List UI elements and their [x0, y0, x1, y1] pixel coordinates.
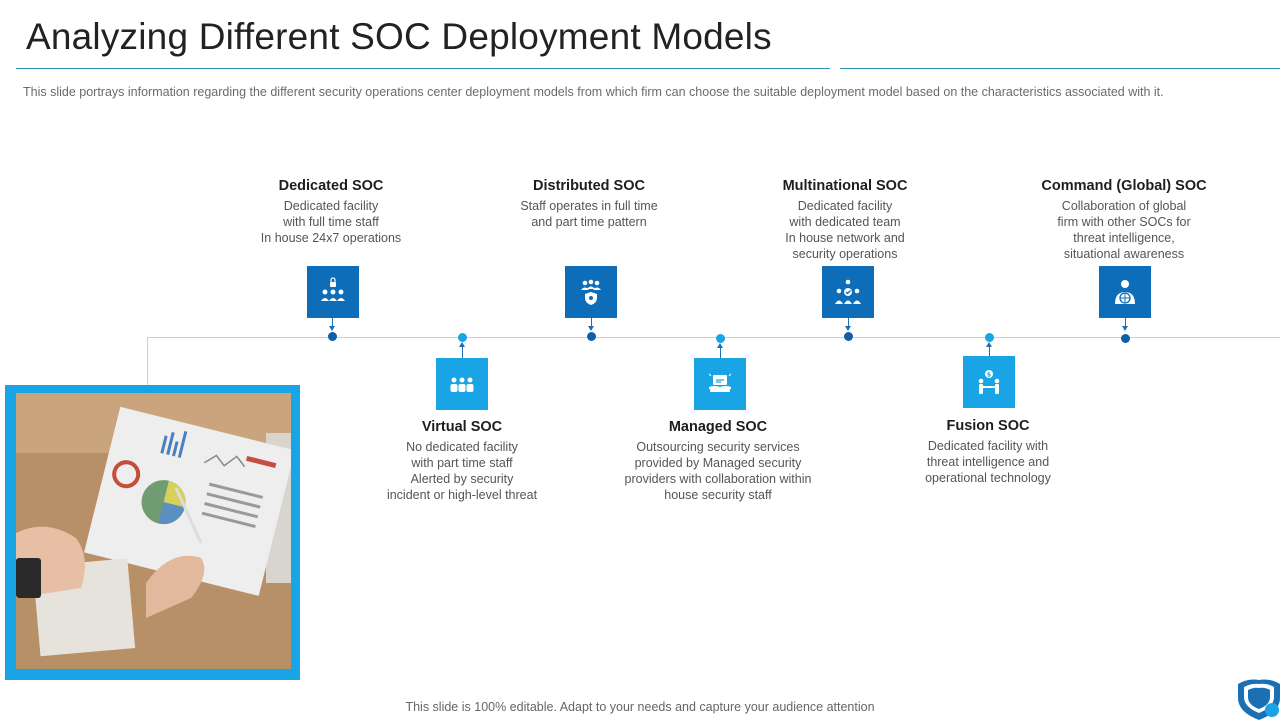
shield-logo-icon [1234, 678, 1280, 720]
node-description: Dedicated facility with threat intellige… [878, 438, 1098, 486]
connector-stem [720, 347, 721, 358]
desc-line: operational technology [925, 471, 1051, 485]
arrow-up-icon [459, 342, 465, 347]
arrow-down-icon [329, 326, 335, 331]
title-divider-right [840, 68, 1280, 69]
timeline-dot [328, 332, 337, 341]
desc-line: threat intelligence, [1073, 231, 1175, 245]
connector-stem [462, 346, 463, 358]
timeline-dot [458, 333, 467, 342]
node-description: Outsourcing security services provided b… [608, 439, 828, 503]
desc-line: Staff operates in full time [520, 199, 658, 213]
arrow-up-icon [717, 343, 723, 348]
node-managed-soc: Managed SOC Outsourcing security service… [608, 419, 828, 503]
timeline-dot [1121, 334, 1130, 343]
node-dedicated-soc: Dedicated SOC Dedicated facility with fu… [221, 178, 441, 246]
desc-line: Dedicated facility with [927, 439, 1049, 453]
analytics-report-photo [16, 393, 291, 669]
desc-line: Collaboration of global [1061, 199, 1187, 213]
node-description: Collaboration of global firm with other … [1014, 198, 1234, 262]
arrow-down-icon [845, 326, 851, 331]
desc-line: incident or high-level threat [386, 488, 538, 502]
person-globe-icon [1099, 266, 1151, 318]
connector-stem [1125, 318, 1126, 328]
timeline-dot [844, 332, 853, 341]
users-lock-icon [307, 266, 359, 318]
svg-text:$: $ [987, 372, 991, 379]
team-shield-icon [565, 266, 617, 318]
people-money-icon: $ [963, 356, 1015, 408]
desc-line: No dedicated facility [406, 440, 518, 454]
timeline-connector [147, 337, 148, 385]
node-virtual-soc: Virtual SOC No dedicated facility with p… [352, 419, 572, 503]
desc-line: In house network and [785, 231, 905, 245]
footer-note: This slide is 100% editable. Adapt to yo… [405, 700, 875, 714]
desc-line: providers with collaboration within [624, 472, 812, 486]
node-title: Command (Global) SOC [1041, 178, 1207, 194]
node-description: No dedicated facility with part time sta… [352, 439, 572, 503]
managed-service-icon [694, 358, 746, 410]
title-divider-left [16, 68, 830, 69]
node-title: Virtual SOC [421, 419, 503, 435]
node-title: Dedicated SOC [278, 178, 384, 194]
timeline-line [147, 337, 1280, 338]
desc-line: and part time pattern [531, 215, 647, 229]
desc-line: with part time staff [411, 456, 513, 470]
connector-stem [848, 318, 849, 328]
desc-line: provided by Managed security [634, 456, 802, 470]
node-multinational-soc: Multinational SOC Dedicated facility wit… [735, 178, 955, 262]
connector-stem [591, 318, 592, 328]
node-title: Fusion SOC [946, 418, 1030, 434]
timeline-dot [716, 334, 725, 343]
node-title: Managed SOC [668, 419, 768, 435]
desc-line: Alerted by security [410, 472, 514, 486]
photo-frame [5, 385, 300, 680]
node-title: Distributed SOC [533, 178, 645, 194]
desc-line: Dedicated facility [283, 199, 379, 213]
desc-line: Dedicated facility [797, 199, 893, 213]
desc-line: firm with other SOCs for [1057, 215, 1191, 229]
desc-line: with dedicated team [789, 215, 901, 229]
slide-description: This slide portrays information regardin… [23, 85, 1164, 99]
team-network-icon [822, 266, 874, 318]
desc-line: In house 24x7 operations [260, 231, 402, 245]
group-icon [436, 358, 488, 410]
arrow-up-icon [986, 342, 992, 347]
node-command-global-soc: Command (Global) SOC Collaboration of gl… [1014, 178, 1234, 262]
node-title: Multinational SOC [782, 178, 908, 194]
node-fusion-soc: Fusion SOC Dedicated facility with threa… [878, 418, 1098, 486]
connector-stem [332, 318, 333, 328]
node-description: Dedicated facility with dedicated team I… [735, 198, 955, 262]
desc-line: security operations [792, 247, 898, 261]
connector-stem [989, 346, 990, 356]
page-title: Analyzing Different SOC Deployment Model… [26, 16, 772, 57]
node-description: Dedicated facility with full time staff … [221, 198, 441, 246]
node-distributed-soc: Distributed SOC Staff operates in full t… [479, 178, 699, 230]
desc-line: with full time staff [283, 215, 379, 229]
node-description: Staff operates in full time and part tim… [479, 198, 699, 230]
arrow-down-icon [588, 326, 594, 331]
timeline-dot [985, 333, 994, 342]
arrow-down-icon [1122, 326, 1128, 331]
desc-line: house security staff [664, 488, 772, 502]
desc-line: situational awareness [1063, 247, 1185, 261]
timeline-dot [587, 332, 596, 341]
desc-line: threat intelligence and [926, 455, 1050, 469]
desc-line: Outsourcing security services [636, 440, 800, 454]
